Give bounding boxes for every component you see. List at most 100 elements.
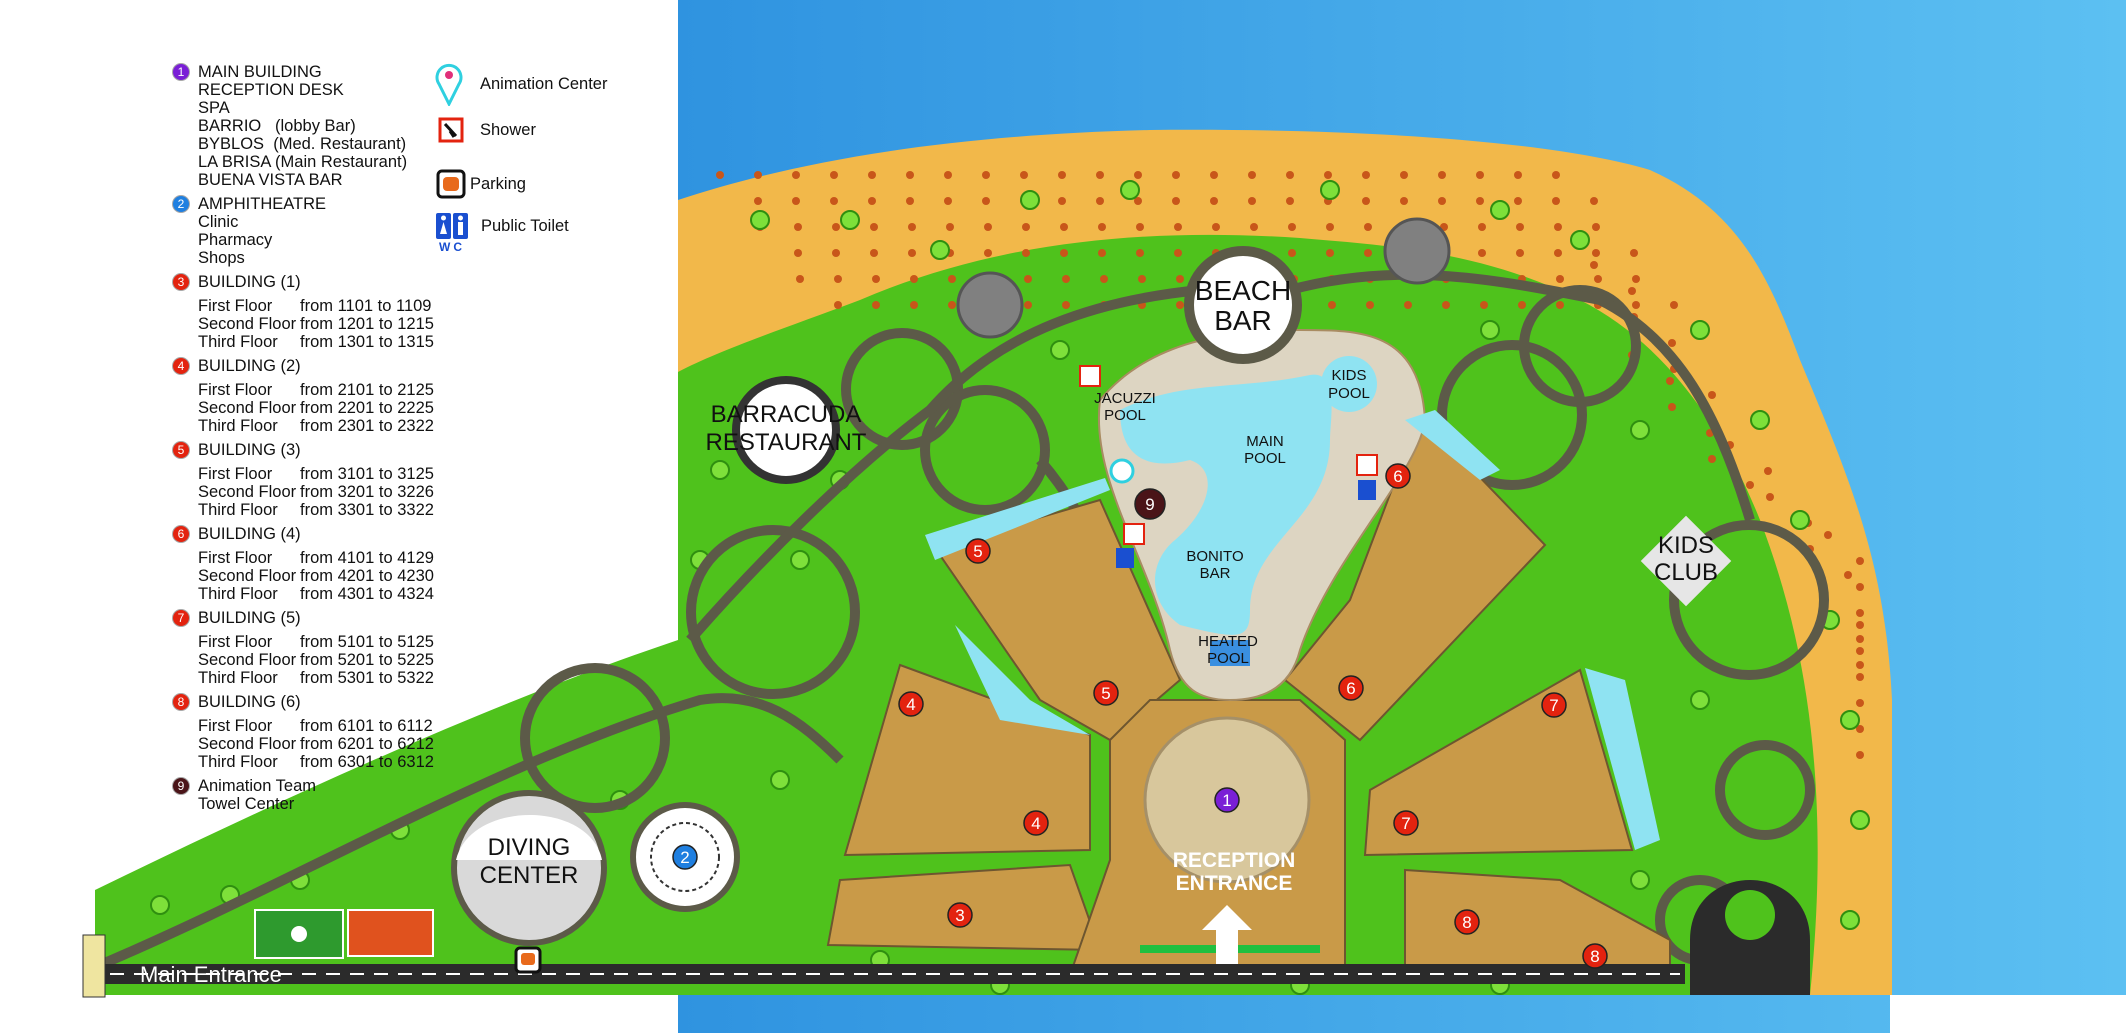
marker-5-icon: 5 — [173, 442, 189, 458]
heated-pool — [1210, 640, 1250, 666]
public-toilet-icon: WC — [435, 212, 469, 254]
palm-tree-icon — [1120, 180, 1140, 200]
barracuda-label: BARRACUDA — [711, 401, 862, 428]
building-marker-7[interactable]: 7 — [1393, 810, 1419, 836]
margin — [1890, 995, 2126, 1033]
sand-shrub — [1096, 171, 1104, 179]
sand-shrub — [1288, 223, 1296, 231]
floor-name: Third Floor — [198, 501, 278, 519]
building-marker-9[interactable]: 9 — [1134, 488, 1166, 520]
legend-building-title: BUILDING (5) — [198, 609, 301, 627]
sand-shrub — [1400, 197, 1408, 205]
legend-public-toilet: WC Public Toilet — [435, 212, 569, 254]
heated-pool-label: POOL — [1207, 650, 1249, 667]
marker-6-icon: 6 — [173, 526, 189, 542]
sand-shrub — [1556, 301, 1564, 309]
marker-8-icon: 8 — [173, 694, 189, 710]
building-marker-4[interactable]: 4 — [1023, 810, 1049, 836]
sand-shrub — [1844, 571, 1852, 579]
dome-left — [956, 271, 1024, 339]
floor-name: First Floor — [198, 297, 273, 315]
animation-center-icon — [435, 63, 463, 106]
palm-tree-icon — [1570, 230, 1590, 250]
sand-shrub — [1476, 197, 1484, 205]
legend-line: MAIN BUILDING — [198, 63, 322, 81]
beach-bar-label: BAR — [1214, 305, 1272, 336]
building-marker-6[interactable]: 6 — [1385, 463, 1411, 489]
floor-name: Third Floor — [198, 417, 278, 435]
marker-number: 7 — [1401, 814, 1410, 833]
sand-shrub — [1022, 223, 1030, 231]
public-toilet-label: Public Toilet — [481, 216, 569, 235]
sand-shrub — [1708, 391, 1716, 399]
sand-shrub — [1024, 275, 1032, 283]
building-marker-5[interactable]: 5 — [1093, 680, 1119, 706]
building-marker-5[interactable]: 5 — [965, 538, 991, 564]
building-marker-8[interactable]: 8 — [1454, 909, 1480, 935]
legend-building-title: BUILDING (3) — [198, 441, 301, 459]
barracuda-restaurant[interactable]: BARRACUDA RESTAURANT — [706, 376, 867, 484]
shower-icon — [1356, 454, 1378, 476]
floor-name: Second Floor — [198, 651, 297, 669]
building-marker-3[interactable]: 3 — [947, 902, 973, 928]
palm-tree-icon — [790, 550, 810, 570]
legend-building-title: BUILDING (1) — [198, 273, 301, 291]
sand-shrub — [868, 197, 876, 205]
sand-shrub — [1058, 197, 1066, 205]
marker-1-icon: 1 — [173, 64, 189, 80]
beach-bar[interactable]: BEACH BAR — [1184, 246, 1302, 364]
sand-shrub — [754, 197, 762, 205]
sand-shrub — [948, 275, 956, 283]
sand-shrub — [1764, 467, 1772, 475]
sand-shrub — [1438, 197, 1446, 205]
building-marker-6[interactable]: 6 — [1338, 675, 1364, 701]
legend-line: Towel Center — [198, 795, 295, 813]
building-5 — [1363, 668, 1634, 857]
sand-shrub — [1250, 223, 1258, 231]
sand-shrub — [1096, 197, 1104, 205]
kids-club[interactable]: KIDS CLUB — [1640, 515, 1732, 607]
room-range: from 3201 to 3226 — [300, 483, 434, 501]
building-marker-7[interactable]: 7 — [1541, 692, 1567, 718]
beach-bar-label: BEACH — [1195, 275, 1291, 306]
building-marker-2[interactable]: 2 — [672, 844, 698, 870]
palm-tree-icon — [710, 460, 730, 480]
sand-shrub — [1594, 275, 1602, 283]
building-marker-4[interactable]: 4 — [898, 691, 924, 717]
sand-shrub — [1058, 171, 1066, 179]
diving-center[interactable]: DIVING CENTER — [451, 790, 607, 946]
sand-shrub — [906, 171, 914, 179]
palm-tree-icon — [1480, 320, 1500, 340]
sand-shrub — [1514, 171, 1522, 179]
marker-number: 8 — [1462, 913, 1471, 932]
sand-shrub — [1856, 661, 1864, 669]
building-marker-8[interactable]: 8 — [1582, 943, 1608, 969]
sand-shrub — [1856, 647, 1864, 655]
sand-shrub — [1366, 301, 1374, 309]
sand-shrub — [1478, 223, 1486, 231]
floor-name: Third Floor — [198, 669, 278, 687]
building-marker-1[interactable]: 1 — [1214, 787, 1240, 813]
palm-tree-icon — [750, 210, 770, 230]
animation-center-icon — [1109, 458, 1135, 484]
sand-shrub — [944, 171, 952, 179]
sand-shrub — [1476, 171, 1484, 179]
diving-center-label: CENTER — [480, 862, 579, 889]
marker-7-icon: 7 — [173, 610, 189, 626]
entrance-arrow-icon — [1202, 905, 1252, 965]
sand-shrub — [1176, 275, 1184, 283]
sand-shrub — [910, 301, 918, 309]
sand-shrub — [872, 275, 880, 283]
sand-shrub — [1668, 403, 1676, 411]
marker-3-icon: 3 — [173, 274, 189, 290]
sand-shrub — [1766, 493, 1774, 501]
sand-shrub — [982, 171, 990, 179]
legend-line: BUENA VISTA BAR — [198, 171, 343, 189]
room-range: from 6301 to 6312 — [300, 753, 434, 771]
